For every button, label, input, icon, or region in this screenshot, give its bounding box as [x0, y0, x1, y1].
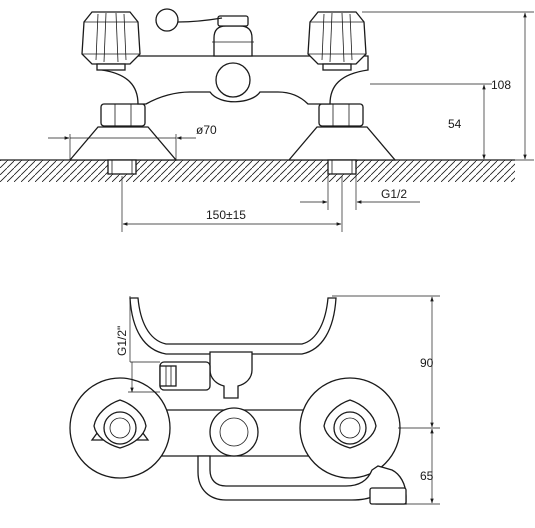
- left-nut: [100, 103, 146, 127]
- dim-thread-top: [128, 296, 160, 393]
- spout-column: [155, 8, 254, 57]
- body-center-boss: [215, 62, 251, 98]
- center-knob: [209, 407, 259, 457]
- dim-flange-diameter: [48, 134, 196, 160]
- right-flange: [287, 126, 397, 161]
- dim-height-total: [362, 11, 534, 161]
- right-nut: [318, 103, 364, 127]
- right-handle: [307, 11, 367, 71]
- dim-lower: [406, 428, 440, 505]
- front-view: 108 54 ø70 150±15 G1/2: [0, 8, 534, 232]
- dim-flange-diameter-label: ø70: [196, 123, 217, 137]
- dim-thread-top-label: G1/2": [115, 326, 129, 356]
- spout-tip: [369, 487, 407, 505]
- dim-thread-label: G1/2: [381, 187, 407, 201]
- right-thread-pipe: [327, 159, 357, 175]
- wall-surface: [0, 159, 515, 182]
- dim-upper-label: 90: [420, 356, 434, 370]
- top-view: G1/2" 90 65: [69, 295, 440, 505]
- dim-height-total-label: 108: [491, 78, 511, 92]
- left-disc: [69, 377, 171, 479]
- dim-lower-label: 65: [420, 469, 434, 483]
- dim-upper: [332, 295, 440, 429]
- left-thread-pipe: [107, 159, 137, 175]
- center-body: [209, 351, 253, 399]
- dim-height-mount: [370, 83, 492, 160]
- dim-center-distance-label: 150±15: [206, 208, 246, 222]
- dim-height-mount-label: 54: [448, 117, 462, 131]
- side-connector: [159, 361, 211, 391]
- upper-outlet: [129, 297, 337, 355]
- left-handle: [81, 11, 141, 71]
- right-disc: [299, 377, 401, 479]
- dim-center-distance: [121, 176, 343, 232]
- left-flange: [68, 126, 178, 161]
- lower-spout: [197, 455, 407, 505]
- dim-thread: [300, 174, 420, 210]
